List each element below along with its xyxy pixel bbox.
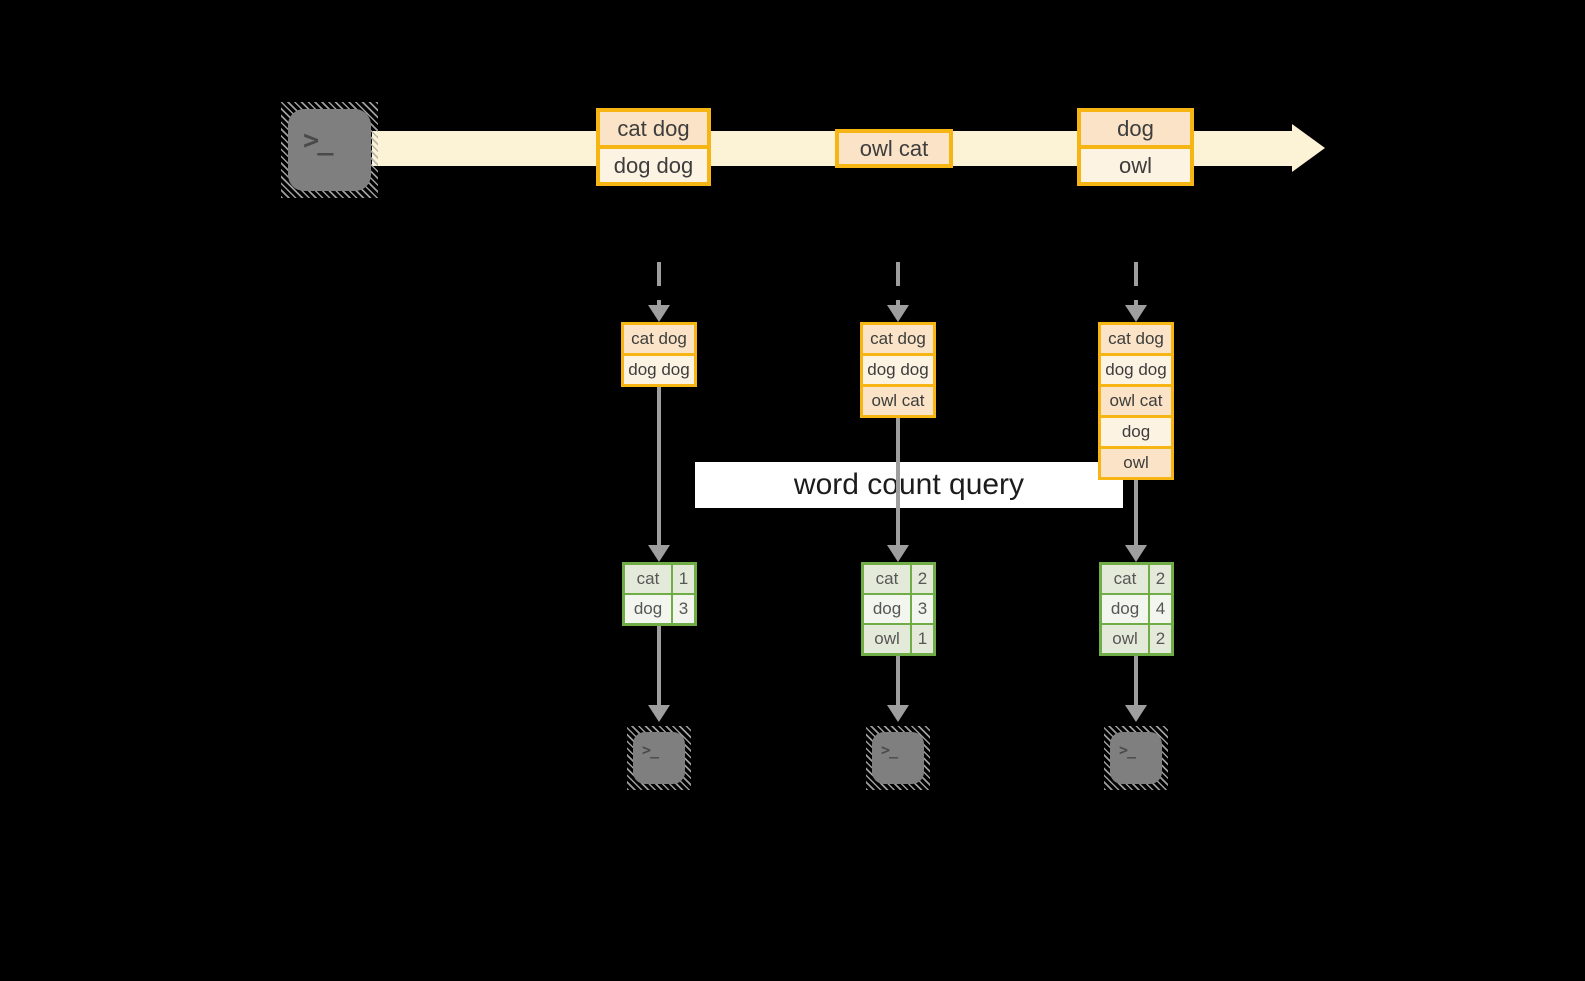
- event-line: cat dog: [600, 112, 707, 145]
- terminal-prompt-glyph: >_: [303, 125, 334, 156]
- terminal-body: >_: [633, 732, 685, 784]
- arrow-line: [657, 387, 661, 545]
- word-cell: dog: [1102, 595, 1148, 623]
- word-count-table-2: cat 2 dog 3 owl 1: [861, 562, 936, 656]
- arrowhead: [648, 705, 670, 722]
- state-line: owl: [1101, 446, 1171, 477]
- arrowhead: [887, 705, 909, 722]
- terminal-body: >_: [872, 732, 924, 784]
- word-cell: dog: [864, 595, 910, 623]
- word-cell: owl: [1102, 625, 1148, 653]
- count-cell: 1: [673, 565, 694, 593]
- state-line: cat dog: [1101, 325, 1171, 353]
- count-cell: 1: [912, 625, 933, 653]
- stream-event-1: cat dog dog dog: [596, 108, 711, 186]
- dashed-arrow-line: [896, 262, 900, 306]
- count-cell: 4: [1150, 595, 1171, 623]
- terminal-prompt-glyph: >_: [1119, 741, 1136, 759]
- arrow-line: [1134, 480, 1138, 545]
- state-box-2: cat dog dog dog owl cat: [860, 322, 936, 418]
- count-cell: 3: [912, 595, 933, 623]
- arrowhead: [1125, 705, 1147, 722]
- terminal-source-icon: >_: [281, 102, 378, 198]
- word-cell: dog: [625, 595, 671, 623]
- event-line: dog dog: [600, 145, 707, 182]
- arrowhead: [648, 545, 670, 562]
- dashed-arrowhead: [1125, 305, 1147, 322]
- word-cell: owl: [864, 625, 910, 653]
- arrow-line: [896, 418, 900, 545]
- dashed-arrowhead: [648, 305, 670, 322]
- dashed-arrow-line: [657, 262, 661, 306]
- state-line: dog: [1101, 415, 1171, 446]
- state-line: dog dog: [863, 353, 933, 384]
- arrow-line: [657, 626, 661, 705]
- terminal-sink-icon-3: >_: [1104, 726, 1168, 790]
- arrow-line: [1134, 656, 1138, 705]
- word-count-table-3: cat 2 dog 4 owl 2: [1099, 562, 1174, 656]
- arrow-line: [896, 656, 900, 705]
- dashed-arrowhead: [887, 305, 909, 322]
- state-line: owl cat: [863, 384, 933, 415]
- event-line: owl: [1081, 145, 1190, 182]
- count-cell: 3: [673, 595, 694, 623]
- count-cell: 2: [1150, 565, 1171, 593]
- event-line: dog: [1081, 112, 1190, 145]
- stream-event-2: owl cat: [835, 129, 953, 168]
- terminal-prompt-glyph: >_: [881, 741, 898, 759]
- stream-event-3: dog owl: [1077, 108, 1194, 186]
- state-line: cat dog: [863, 325, 933, 353]
- state-box-1: cat dog dog dog: [621, 322, 697, 387]
- terminal-sink-icon-1: >_: [627, 726, 691, 790]
- state-line: dog dog: [1101, 353, 1171, 384]
- arrowhead: [887, 545, 909, 562]
- state-box-3: cat dog dog dog owl cat dog owl: [1098, 322, 1174, 480]
- word-cell: cat: [864, 565, 910, 593]
- terminal-body: >_: [1110, 732, 1162, 784]
- word-cell: cat: [1102, 565, 1148, 593]
- word-cell: cat: [625, 565, 671, 593]
- terminal-body: >_: [288, 109, 371, 191]
- stream-arrowhead: [1292, 124, 1325, 172]
- dashed-arrow-line: [1134, 262, 1138, 306]
- state-line: dog dog: [624, 353, 694, 384]
- terminal-prompt-glyph: >_: [642, 741, 659, 759]
- query-label: word count query: [695, 462, 1123, 508]
- state-line: owl cat: [1101, 384, 1171, 415]
- terminal-sink-icon-2: >_: [866, 726, 930, 790]
- event-line: owl cat: [839, 133, 949, 164]
- count-cell: 2: [1150, 625, 1171, 653]
- word-count-table-1: cat 1 dog 3: [622, 562, 697, 626]
- arrowhead: [1125, 545, 1147, 562]
- count-cell: 2: [912, 565, 933, 593]
- state-line: cat dog: [624, 325, 694, 353]
